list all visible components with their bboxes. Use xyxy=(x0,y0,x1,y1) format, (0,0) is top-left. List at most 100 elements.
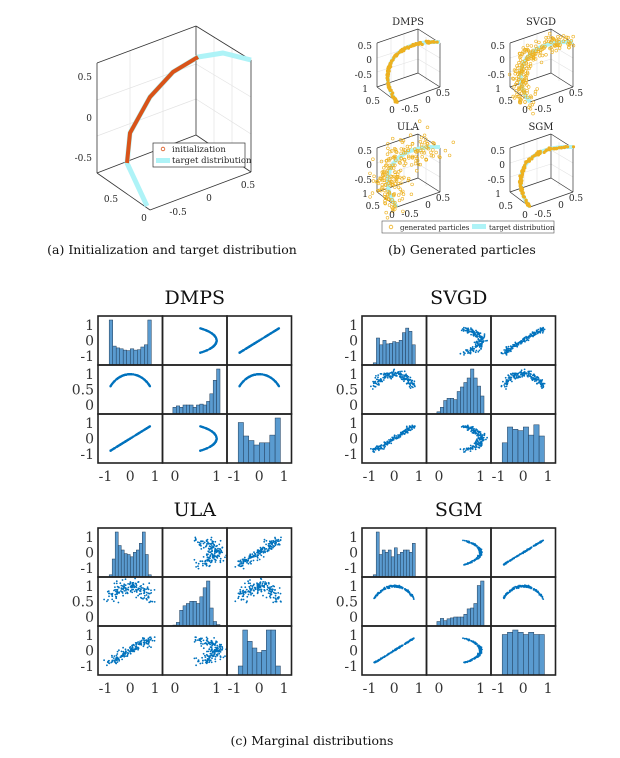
scatter-point xyxy=(257,549,260,551)
scatter-point xyxy=(119,656,122,658)
generated-particle xyxy=(434,150,438,155)
scatter-point xyxy=(145,588,148,591)
scatter-point xyxy=(538,592,540,594)
generated-particle xyxy=(516,66,520,70)
scatter-point xyxy=(376,594,379,597)
scatter-point xyxy=(465,449,467,452)
scatter-point xyxy=(214,561,217,563)
scatter-point xyxy=(148,582,151,585)
x-tick-label: 1 xyxy=(495,85,501,95)
generated-particle xyxy=(383,199,387,203)
scatter-point xyxy=(244,378,247,381)
generated-particle xyxy=(418,41,422,46)
scatter-point xyxy=(517,342,520,344)
hist-bar xyxy=(480,580,485,627)
hist-bar xyxy=(443,400,448,415)
scatter-point xyxy=(126,592,129,595)
scatter-point xyxy=(406,431,409,434)
scatter-point xyxy=(407,590,409,593)
scatter-point xyxy=(507,350,510,353)
scatter-point xyxy=(467,330,469,333)
matrix-cell xyxy=(97,527,164,578)
scatter-point xyxy=(211,553,214,556)
scatter-point xyxy=(259,585,262,588)
scatter-point xyxy=(146,586,149,589)
scatter-point xyxy=(248,585,251,588)
scatter-point xyxy=(396,375,398,377)
matrix-cell xyxy=(425,315,492,366)
generated-particle xyxy=(521,50,525,54)
scatter-point xyxy=(519,371,521,374)
scatter-point xyxy=(504,382,506,385)
scatter-point xyxy=(133,585,136,587)
scatter-point xyxy=(267,581,270,584)
scatter-point xyxy=(200,548,203,550)
scatter-point xyxy=(265,583,267,586)
scatter-point xyxy=(463,326,465,329)
grid-line xyxy=(417,58,441,73)
y-tick-label: 0 xyxy=(349,432,358,448)
hist-bar xyxy=(501,442,508,464)
scatter-point xyxy=(523,338,526,340)
scatter-point xyxy=(241,590,244,592)
scatter-point xyxy=(210,653,213,655)
scatter-point xyxy=(459,352,462,355)
scatter-point xyxy=(520,552,523,555)
scatter-point xyxy=(469,444,472,447)
generated-particle xyxy=(400,176,404,181)
generated-particle xyxy=(387,190,391,194)
hist-bar xyxy=(408,331,413,366)
scatter-point xyxy=(126,653,129,656)
hist-bar xyxy=(398,340,403,366)
scatter-point xyxy=(213,555,216,558)
generated-particle xyxy=(386,78,390,82)
legend-marker-initialization xyxy=(160,146,166,152)
generated-particle xyxy=(520,69,525,74)
matrix-cell xyxy=(226,315,293,366)
y-tick-label: 1 xyxy=(349,367,358,383)
scatter-point xyxy=(124,592,127,595)
generated-particle xyxy=(391,207,395,212)
generated-particle xyxy=(532,52,536,57)
scatter-point xyxy=(210,641,212,644)
y-tick-label: -1 xyxy=(80,349,94,365)
hist-bar xyxy=(446,618,451,627)
generated-particle xyxy=(418,162,422,167)
scatter-point xyxy=(522,585,525,588)
generated-particle xyxy=(380,182,384,187)
scatter-point xyxy=(505,354,508,356)
scatter-point xyxy=(474,441,477,444)
generated-particle xyxy=(387,163,392,168)
hist-bar xyxy=(139,543,143,578)
generated-particle xyxy=(384,163,388,168)
matrix-cell xyxy=(490,527,557,578)
z-tick-label: -0.5 xyxy=(488,176,506,186)
generated-particle xyxy=(520,51,524,56)
hist-bar xyxy=(456,391,461,415)
hist-bar xyxy=(251,647,258,676)
generated-particle xyxy=(554,48,558,53)
hist-bar xyxy=(411,344,416,366)
generated-particle xyxy=(511,94,515,99)
scatter-point xyxy=(533,374,536,376)
scatter-point xyxy=(486,436,488,439)
scatter-point xyxy=(206,543,209,545)
scatter-point xyxy=(399,370,401,373)
generated-particle xyxy=(523,100,527,104)
scatter-point xyxy=(129,652,132,655)
generated-particle xyxy=(548,31,552,36)
scatter-point xyxy=(260,554,263,557)
legend-label-target: target distribution xyxy=(172,156,252,166)
generated-particle xyxy=(549,40,553,44)
generated-particle xyxy=(538,50,543,54)
generated-particle xyxy=(517,60,521,65)
scatter-point xyxy=(403,374,405,376)
z-tick-label: -0.5 xyxy=(355,71,373,81)
scatter-point xyxy=(257,585,260,587)
generated-particle xyxy=(550,50,554,54)
scatter-point xyxy=(475,544,477,547)
scatter-point xyxy=(505,352,508,354)
hist-bar xyxy=(199,403,204,415)
scatter-point xyxy=(244,590,247,593)
